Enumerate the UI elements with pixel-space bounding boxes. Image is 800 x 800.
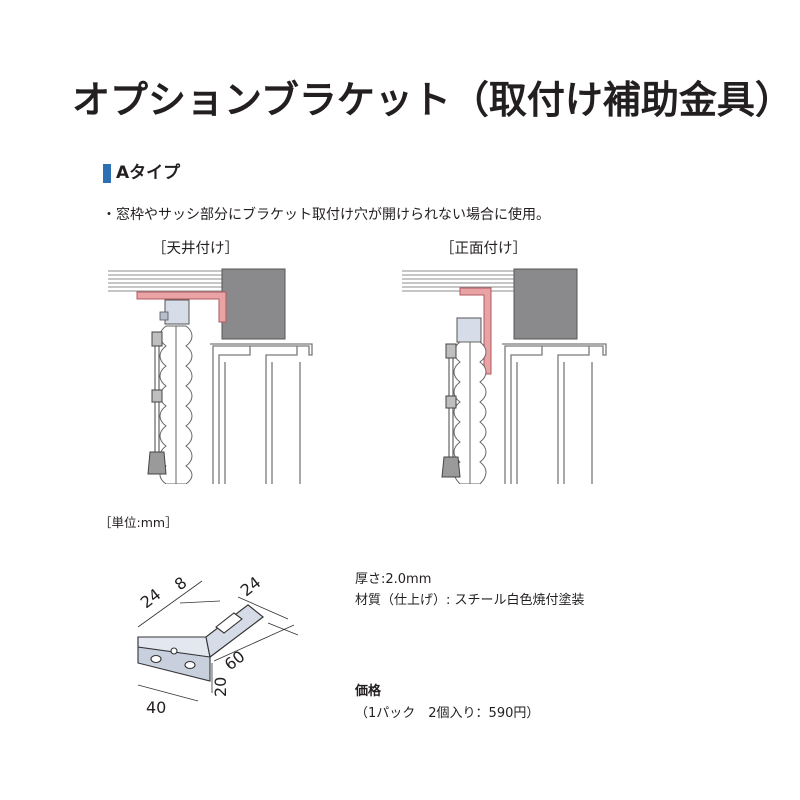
window-frame-top [221, 268, 286, 340]
section-marker [103, 164, 111, 183]
sash-profile [502, 343, 607, 484]
price-heading: 価格 [355, 684, 382, 699]
usage-description: ・窓枠やサッシ部分にブラケット取付け穴が開けられない場合に使用。 [102, 207, 550, 223]
headrail-clip [164, 299, 190, 325]
unit-note: ［単位:mm］ [99, 515, 178, 530]
dimension-24-right: 24 [237, 573, 265, 601]
headrail-clip [456, 317, 482, 343]
dimension-20: 20 [211, 677, 230, 697]
operating-cord [147, 331, 167, 475]
dimension-40: 40 [146, 698, 166, 717]
sash-profile [210, 343, 313, 484]
front-mount-label: ［正面付け］ [440, 241, 527, 257]
thickness-spec: 厚さ:2.0mm [355, 572, 432, 587]
bracket-dimension-drawing: 24 8 24 60 20 40 [137, 573, 299, 717]
window-frame-top [513, 268, 578, 340]
section-heading: Aタイプ [116, 163, 181, 183]
price-detail: （1パック 2個入り：590円） [355, 706, 540, 721]
page-title: オプションブラケット（取付け補助金具） [72, 78, 793, 122]
blind-slats [453, 341, 487, 484]
dimension-lines [137, 580, 299, 702]
ceiling-mount-diagram [108, 268, 313, 484]
bracket-shape [137, 604, 264, 682]
dimension-60: 60 [221, 647, 249, 675]
material-spec: 材質（仕上げ）: スチール白色焼付塗装 [355, 593, 585, 608]
blind-slats [159, 325, 193, 484]
mounting-bracket [136, 291, 227, 323]
operating-cord [441, 343, 461, 478]
dimension-24-left: 24 [137, 585, 165, 613]
ceiling-mount-label: ［天井付け］ [152, 241, 239, 257]
front-mount-diagram [402, 268, 607, 484]
ceiling-lines [108, 270, 224, 292]
ceiling-lines [402, 270, 520, 292]
